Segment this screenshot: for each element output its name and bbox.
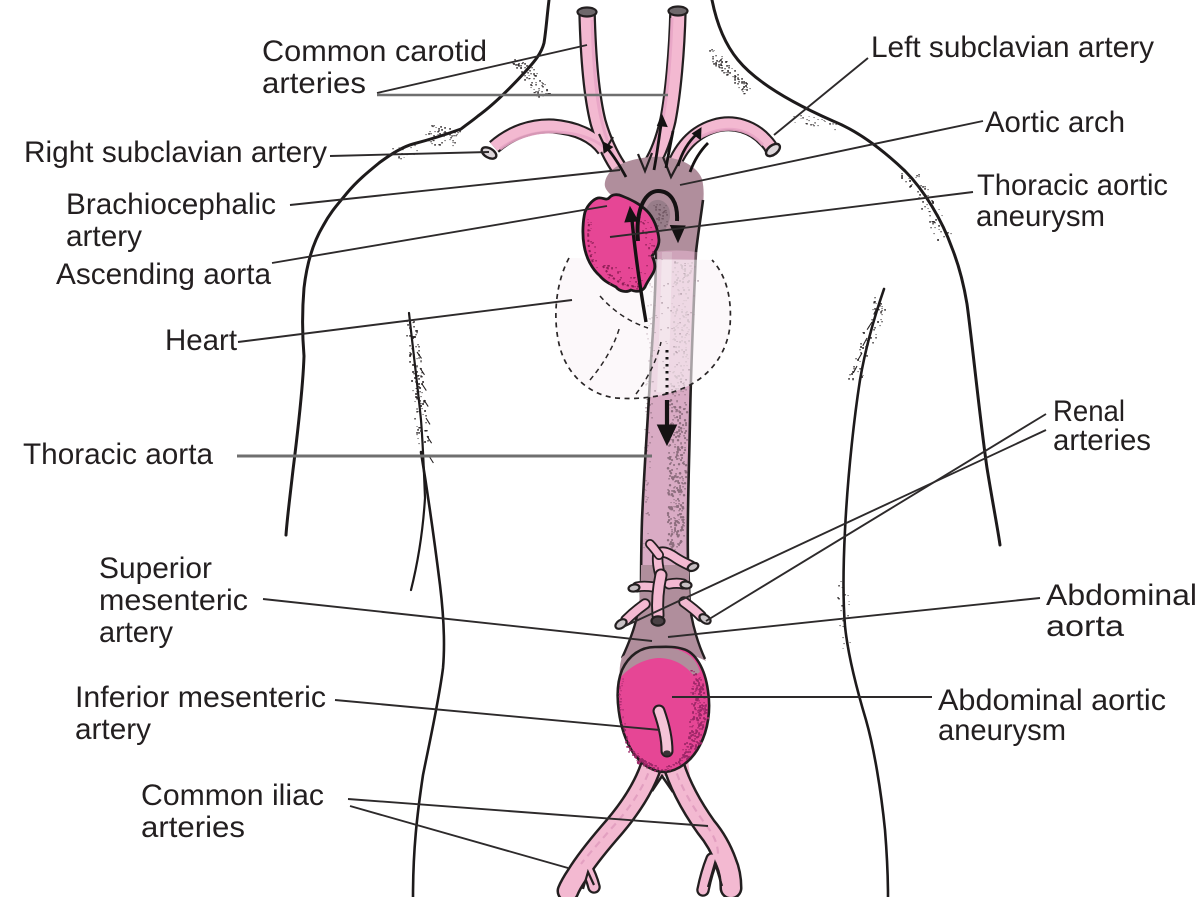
- svg-text:artery: artery: [99, 616, 173, 649]
- svg-text:Abdominal: Abdominal: [1046, 579, 1197, 612]
- svg-text:Common carotid: Common carotid: [262, 35, 487, 68]
- svg-text:Inferior mesenteric: Inferior mesenteric: [75, 681, 326, 714]
- svg-text:aorta: aorta: [1046, 610, 1124, 643]
- svg-text:artery: artery: [66, 220, 142, 253]
- svg-text:Abdominal aortic: Abdominal aortic: [938, 684, 1166, 717]
- svg-text:aneurysm: aneurysm: [976, 200, 1105, 233]
- svg-text:Aortic arch: Aortic arch: [985, 106, 1125, 139]
- svg-text:artery: artery: [75, 713, 151, 746]
- svg-text:Thoracic aortic: Thoracic aortic: [977, 169, 1168, 202]
- svg-text:Brachiocephalic: Brachiocephalic: [66, 188, 276, 221]
- svg-text:Renal: Renal: [1053, 395, 1125, 428]
- svg-text:arteries: arteries: [141, 811, 245, 844]
- svg-text:Ascending aorta: Ascending aorta: [56, 258, 271, 291]
- svg-text:Common iliac: Common iliac: [141, 779, 324, 812]
- svg-text:Heart: Heart: [165, 324, 238, 357]
- svg-text:arteries: arteries: [262, 67, 366, 100]
- svg-text:Thoracic aorta: Thoracic aorta: [23, 438, 213, 471]
- svg-text:Left subclavian artery: Left subclavian artery: [871, 31, 1154, 64]
- svg-text:arteries: arteries: [1053, 424, 1151, 457]
- svg-text:aneurysm: aneurysm: [938, 714, 1066, 747]
- svg-text:mesenteric: mesenteric: [99, 584, 248, 617]
- svg-text:Superior: Superior: [99, 552, 212, 585]
- svg-text:Right subclavian artery: Right subclavian artery: [24, 136, 327, 169]
